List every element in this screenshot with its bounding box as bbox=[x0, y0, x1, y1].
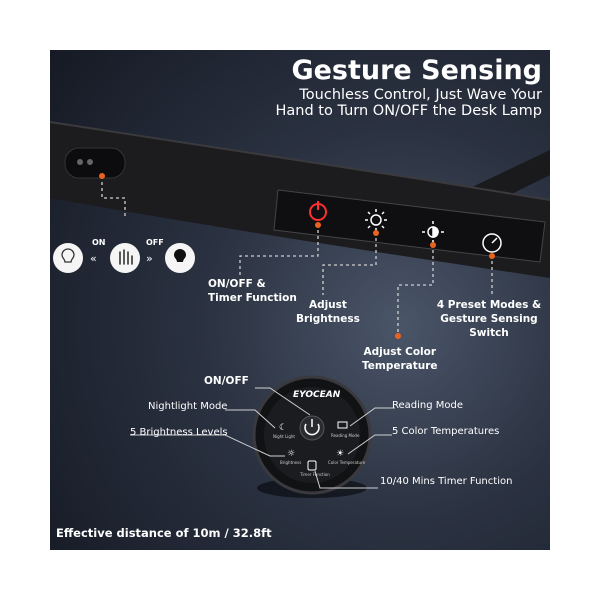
svg-text:»: » bbox=[146, 252, 153, 265]
timer-function-label: 10/40 Mins Timer Function bbox=[380, 476, 513, 487]
remote-night-label: Night Light bbox=[273, 434, 295, 439]
gesture-sensor bbox=[64, 147, 126, 179]
moon-icon: ☾ bbox=[279, 423, 287, 433]
remote-timer-label: Timer Function bbox=[300, 472, 330, 477]
remote-callout-lines bbox=[130, 387, 395, 489]
preset-mode-button-icon bbox=[482, 233, 502, 253]
remote-control: ☾ ☼ ☀ bbox=[252, 375, 372, 498]
callout-lines bbox=[101, 176, 493, 335]
remote-color-temp-label: Color Temperature bbox=[328, 460, 366, 465]
control-strip bbox=[273, 189, 546, 263]
nightlight-mode-label: Nightlight Mode bbox=[148, 401, 228, 412]
power-button-icon bbox=[309, 201, 327, 221]
sun-icon: ☼ bbox=[287, 449, 295, 459]
product-panel: « » ☾ ☼ ☀ bbox=[50, 50, 550, 550]
page-title: Gesture Sensing bbox=[291, 55, 542, 86]
svg-text:«: « bbox=[90, 252, 97, 265]
remote-reading-label: Reading Mode bbox=[331, 433, 360, 438]
remote-onoff-label: ON/OFF bbox=[204, 375, 249, 387]
preset-modes-label: 4 Preset Modes & Gesture Sensing Switch bbox=[436, 299, 542, 339]
hand-wave-icon bbox=[110, 243, 140, 273]
color-temp-label: Adjust Color Temperature bbox=[362, 346, 438, 372]
color-temperatures-label: 5 Color Temperatures bbox=[392, 426, 500, 437]
subtitle-line-2: Hand to Turn ON/OFF the Desk Lamp bbox=[275, 103, 542, 119]
subtitle-line-1: Touchless Control, Just Wave Your bbox=[299, 87, 542, 103]
gesture-off-label: OFF bbox=[146, 238, 164, 247]
power-timer-label: ON/OFF & Timer Function bbox=[208, 278, 297, 304]
gesture-illustration: « » bbox=[53, 243, 195, 273]
effective-distance-text: Effective distance of 10m / 32.8ft bbox=[56, 526, 272, 540]
brightness-button-icon bbox=[365, 209, 387, 231]
sun-half-icon: ☀ bbox=[336, 449, 344, 459]
remote-brand: EYOCEAN bbox=[293, 390, 341, 400]
reading-mode-label: Reading Mode bbox=[392, 400, 464, 411]
brightness-label: Adjust Brightness bbox=[296, 299, 360, 325]
gesture-on-label: ON bbox=[92, 238, 106, 247]
timer-icon bbox=[307, 460, 317, 471]
book-icon bbox=[337, 421, 348, 429]
bulb-off-icon bbox=[53, 243, 83, 273]
brightness-levels-label: 5 Brightness Levels bbox=[130, 427, 228, 438]
remote-brightness-label: Brightness bbox=[280, 460, 302, 465]
remote-power-button bbox=[299, 415, 325, 441]
lamp-illustration: « » ☾ ☼ ☀ bbox=[50, 121, 550, 498]
